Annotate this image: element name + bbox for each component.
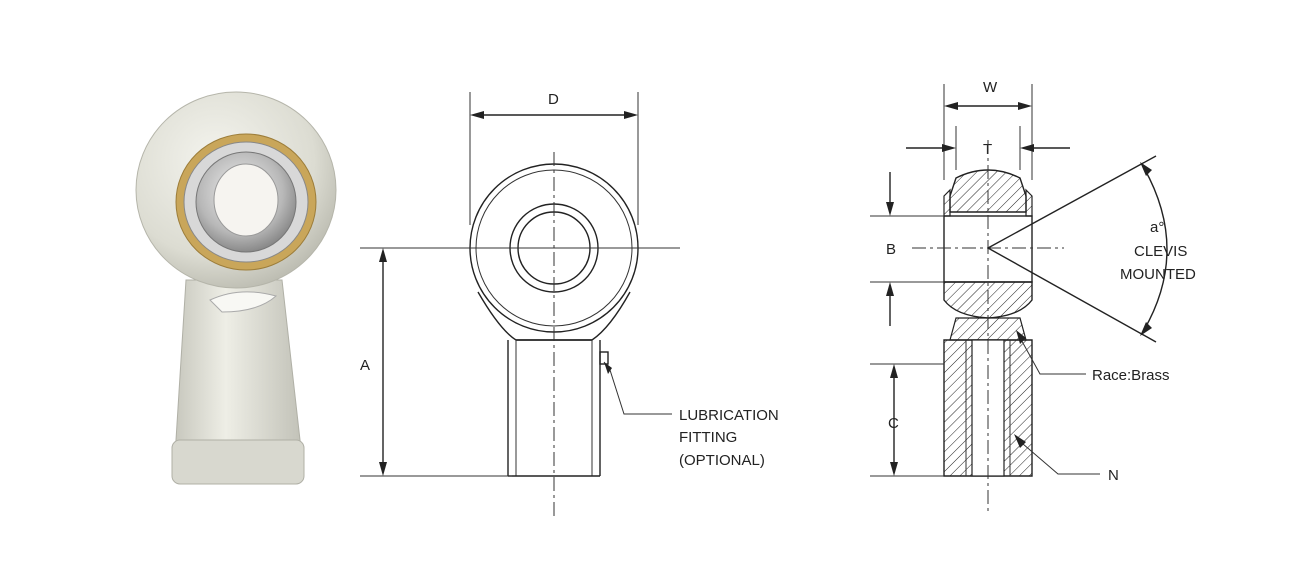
thread-label: N — [1108, 467, 1119, 484]
angle-mounted: MOUNTED — [1120, 266, 1196, 283]
callout-optional: (OPTIONAL) — [679, 452, 765, 469]
front-view: D A LUBRICATION FITTING (OPTIONAL) — [360, 91, 779, 518]
rod-end-photo — [135, 91, 337, 485]
race-label: Race:Brass — [1092, 367, 1170, 384]
dim-b-label: B — [886, 241, 896, 258]
callout-lubrication: LUBRICATION — [679, 407, 779, 424]
dim-c-label: C — [888, 415, 899, 432]
dim-d-label: D — [548, 91, 559, 108]
angle-clevis: CLEVIS — [1134, 243, 1187, 260]
section-view: W T B — [870, 79, 1196, 512]
angle-label: a° — [1150, 219, 1164, 236]
callout-fitting: FITTING — [679, 429, 737, 446]
dim-a-label: A — [360, 357, 370, 374]
dim-w-label: W — [983, 79, 998, 96]
